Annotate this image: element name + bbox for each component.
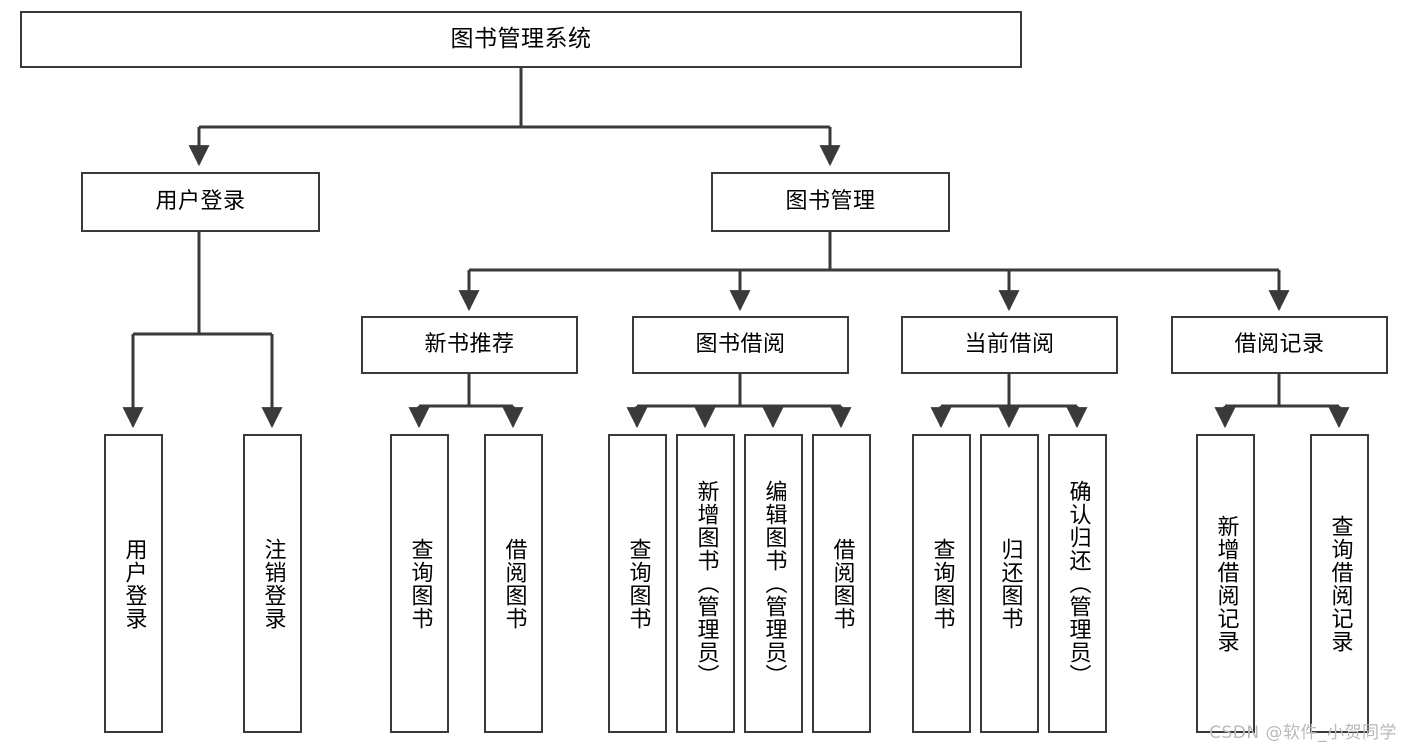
node-leaf-query-book-3[interactable]: 查询图书 [912,434,971,733]
node-leaf-query-book-3-label: 查询图书 [929,537,955,630]
node-leaf-add-book[interactable]: 新增图书（管理员） [676,434,735,733]
node-root[interactable]: 图书管理系统 [20,11,1022,68]
node-current-borrow[interactable]: 当前借阅 [901,316,1118,374]
node-leaf-user-login-label: 用户登录 [121,537,147,630]
node-borrow-record[interactable]: 借阅记录 [1171,316,1388,374]
node-leaf-return-book[interactable]: 归还图书 [980,434,1039,733]
node-leaf-user-logout[interactable]: 注销登录 [243,434,302,733]
watermark-text: CSDN @软件_小贺同学 [1209,723,1397,743]
node-book-manage[interactable]: 图书管理 [711,172,950,232]
node-leaf-confirm-return-label: 确认归还（管理员） [1065,480,1091,687]
node-new-book-recommend[interactable]: 新书推荐 [361,316,578,374]
node-leaf-query-book-1-label: 查询图书 [407,537,433,630]
node-user-login[interactable]: 用户登录 [81,172,320,232]
node-leaf-add-record[interactable]: 新增借阅记录 [1196,434,1255,733]
node-leaf-borrow-book-1[interactable]: 借阅图书 [484,434,543,733]
node-leaf-query-book-2-label: 查询图书 [625,537,651,630]
node-user-login-label: 用户登录 [155,188,246,214]
node-leaf-edit-book-label: 编辑图书（管理员） [761,480,787,687]
node-book-borrow-label: 图书借阅 [695,331,786,357]
node-root-label: 图书管理系统 [450,25,592,52]
node-leaf-borrow-book-2-label: 借阅图书 [829,537,855,630]
node-leaf-borrow-book-2[interactable]: 借阅图书 [812,434,871,733]
node-leaf-add-record-label: 新增借阅记录 [1213,514,1239,653]
node-leaf-query-record[interactable]: 查询借阅记录 [1310,434,1369,733]
node-leaf-query-book-2[interactable]: 查询图书 [608,434,667,733]
node-leaf-user-logout-label: 注销登录 [260,537,286,630]
node-leaf-return-book-label: 归还图书 [997,537,1023,630]
node-leaf-edit-book[interactable]: 编辑图书（管理员） [744,434,803,733]
node-book-manage-label: 图书管理 [785,188,876,214]
node-new-book-recommend-label: 新书推荐 [424,331,515,357]
node-leaf-query-book-1[interactable]: 查询图书 [390,434,449,733]
node-borrow-record-label: 借阅记录 [1234,331,1325,357]
node-leaf-query-record-label: 查询借阅记录 [1327,514,1353,653]
node-leaf-confirm-return[interactable]: 确认归还（管理员） [1048,434,1107,733]
node-leaf-add-book-label: 新增图书（管理员） [693,480,719,687]
node-leaf-borrow-book-1-label: 借阅图书 [501,537,527,630]
node-book-borrow[interactable]: 图书借阅 [632,316,849,374]
node-leaf-user-login[interactable]: 用户登录 [104,434,163,733]
node-current-borrow-label: 当前借阅 [964,331,1055,357]
